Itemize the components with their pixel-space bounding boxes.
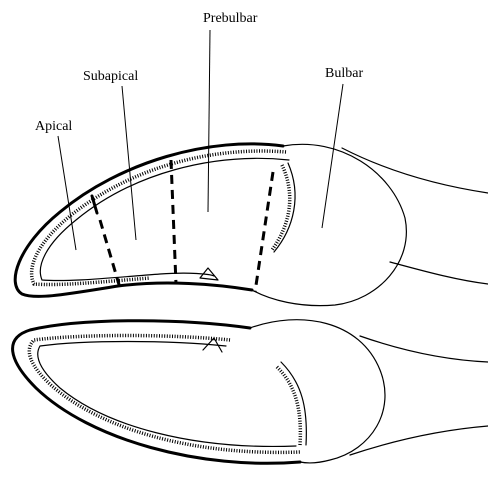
bulbar-inner-fold [272, 165, 290, 250]
bulbar-inner-fold-line [274, 163, 295, 252]
prebulbar-label: Prebulbar [203, 12, 257, 26]
leader-subapical [122, 86, 136, 240]
upper-inner-lining-line [40, 158, 289, 280]
upper-organ [15, 144, 488, 306]
apical-label: Apical [35, 120, 72, 134]
upper-inner-lining [32, 151, 286, 284]
lower-bulbar-contour [250, 320, 385, 463]
lower-shaft-upper [360, 336, 488, 362]
ventral-notch [200, 268, 218, 280]
leader-lines [58, 30, 343, 250]
lower-shaft-lower [350, 426, 488, 455]
prebulbar-boundary [171, 160, 176, 284]
leader-prebulbar [208, 30, 210, 212]
bulbar-label: Bulbar [325, 67, 363, 81]
shaft-lower-line [390, 262, 488, 284]
leader-bulbar [322, 84, 343, 228]
lower-inner-fold [276, 366, 300, 445]
shaft-upper-line [342, 148, 488, 193]
upper-outer-wall [15, 144, 283, 297]
lower-organ [13, 320, 488, 464]
bulbar-contour [252, 144, 406, 305]
subapical-label: Subapical [83, 70, 138, 84]
lower-inner-lining-line [38, 342, 296, 447]
bulbar-boundary [255, 172, 273, 292]
